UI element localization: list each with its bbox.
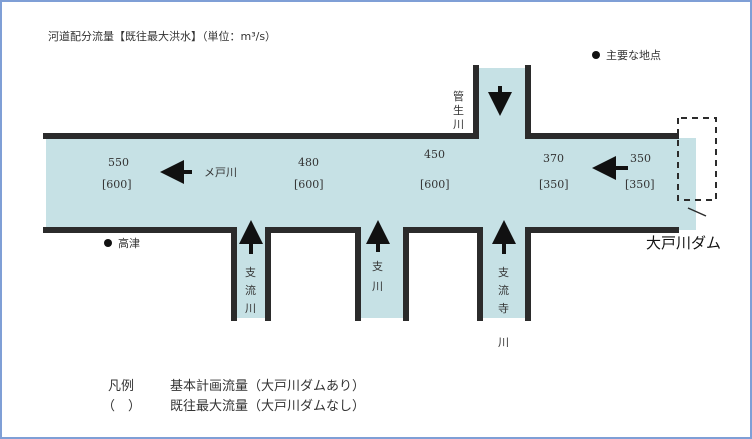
legend-key-2: （ ） bbox=[102, 399, 141, 414]
svg-text:生: 生 bbox=[453, 103, 464, 117]
flow-bottom-2: [600] bbox=[294, 178, 324, 191]
svg-text:川: 川 bbox=[498, 336, 509, 349]
flow-top-3: 450 bbox=[424, 148, 445, 161]
legend-key-1: 凡例 bbox=[108, 379, 134, 394]
main-river-label: メ戸川 bbox=[204, 166, 237, 179]
point-marker-icon bbox=[104, 239, 112, 247]
flow-top-2: 480 bbox=[298, 156, 319, 169]
svg-text:川: 川 bbox=[372, 280, 383, 293]
svg-text:流: 流 bbox=[245, 283, 256, 297]
flow-top-4: 370 bbox=[543, 152, 564, 165]
flow-bottom-3: [600] bbox=[420, 178, 450, 191]
flow-bottom-1: [600] bbox=[102, 178, 132, 191]
dam-pointer-line bbox=[687, 207, 707, 217]
flow-labels: 550 [600] 480 [600] 450 [600] 370 [350] … bbox=[102, 148, 655, 191]
legend-text-2: 既往最大流量（大戸川ダムなし） bbox=[170, 399, 365, 414]
tributary-2-label: 支 川 bbox=[372, 260, 383, 293]
svg-text:支: 支 bbox=[372, 260, 383, 273]
svg-text:支: 支 bbox=[245, 266, 256, 279]
top-tributary-label: 管 生 川 bbox=[453, 89, 464, 131]
point-label: 高津 bbox=[118, 236, 140, 250]
svg-text:寺: 寺 bbox=[498, 302, 509, 315]
svg-text:支: 支 bbox=[498, 266, 509, 279]
flow-bottom-5: [350] bbox=[625, 178, 655, 191]
flow-top-5: 350 bbox=[630, 152, 651, 165]
river-banks bbox=[43, 65, 679, 321]
flow-arrows bbox=[160, 86, 628, 254]
bottom-legend: 凡例 基本計画流量（大戸川ダムあり） （ ） 既往最大流量（大戸川ダムなし） bbox=[102, 378, 365, 414]
tributary-1-label: 支 流 川 bbox=[245, 266, 256, 315]
svg-text:流: 流 bbox=[498, 283, 509, 297]
dam-label: 大戸川ダム bbox=[646, 234, 721, 252]
dam-marker bbox=[677, 117, 717, 201]
tributary-3-label: 支 流 寺 川 bbox=[498, 266, 509, 349]
flow-top-1: 550 bbox=[108, 156, 129, 169]
flow-bottom-4: [350] bbox=[539, 178, 569, 191]
svg-text:川: 川 bbox=[245, 302, 256, 315]
legend-text-1: 基本計画流量（大戸川ダムあり） bbox=[170, 378, 365, 394]
legend-point-icon bbox=[592, 51, 600, 59]
diagram-title: 河道配分流量【既往最大洪水】（単位：m³/s） bbox=[48, 29, 276, 43]
svg-text:川: 川 bbox=[453, 118, 464, 131]
water-area bbox=[46, 68, 696, 318]
legend-point-label: 主要な地点 bbox=[606, 49, 661, 62]
svg-text:管: 管 bbox=[453, 89, 464, 103]
